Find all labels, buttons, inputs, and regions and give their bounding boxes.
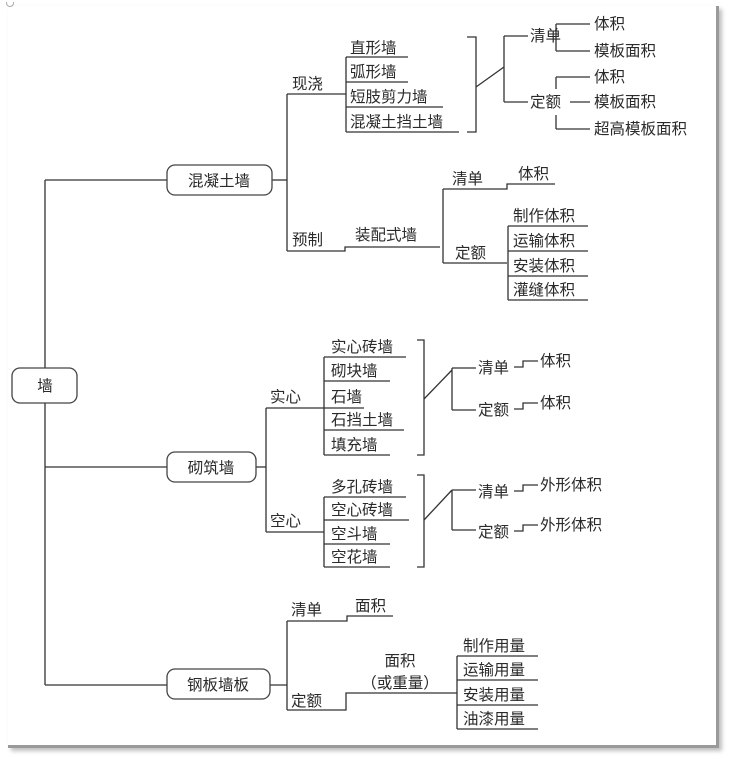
hollow-measure-split xyxy=(451,489,476,531)
steel-quota-value: 运输用量 xyxy=(463,661,525,679)
cip-list-value: 体积 xyxy=(594,15,625,33)
solid-item: 砌块墙 xyxy=(331,362,378,380)
cip-quota-split xyxy=(555,76,590,130)
precast-quota-value: 运输体积 xyxy=(513,232,575,250)
hollow-item: 空花墙 xyxy=(331,548,378,566)
castinplace-bracket-tie xyxy=(475,66,505,88)
hollow-item: 空斗墙 xyxy=(331,525,378,543)
steel-quota-basis-alt: （或重量） xyxy=(361,674,439,692)
root-node-box[interactable] xyxy=(11,367,78,404)
hollow-item-lines xyxy=(324,496,409,568)
cip-item: 直形墙 xyxy=(350,39,397,57)
cip-item: 混凝土挡土墙 xyxy=(350,113,443,131)
solid-label: 实心 xyxy=(270,388,301,406)
hollow-label: 空心 xyxy=(270,512,301,530)
cip-quota-value: 体积 xyxy=(594,68,625,86)
steel-wall-panel-label: 钢板墙板 xyxy=(187,676,249,694)
precast-quota-value: 灌缝体积 xyxy=(513,281,575,299)
steel-quota-label: 定额 xyxy=(291,692,323,710)
hollow-quota-link xyxy=(514,524,538,532)
cip-quota-value: 模板面积 xyxy=(594,93,656,111)
cip-item: 弧形墙 xyxy=(350,63,397,81)
precast-quota-value: 安装体积 xyxy=(513,257,575,275)
steel-quota-line xyxy=(287,692,457,711)
castinplace-label: 现浇 xyxy=(292,75,323,93)
hollow-quota-label: 定额 xyxy=(478,523,510,541)
precast-item: 装配式墙 xyxy=(355,226,417,244)
hollow-quota-value: 外形体积 xyxy=(540,516,602,534)
steel-list-line xyxy=(287,615,393,622)
solid-item: 石挡土墙 xyxy=(331,411,393,429)
diagram-frame xyxy=(8,6,719,748)
cip-item: 短肢剪力墙 xyxy=(350,88,428,106)
precast-list-value: 体积 xyxy=(518,165,549,183)
precast-label: 预制 xyxy=(292,231,323,249)
steel-quota-value: 安装用量 xyxy=(463,686,525,704)
precast-measure-split xyxy=(442,183,555,264)
hollow-bracket xyxy=(417,474,425,568)
solid-bracket-tie xyxy=(423,369,453,400)
precast-list-label: 清单 xyxy=(452,170,483,188)
root-node-label: 墙 xyxy=(37,377,53,395)
solid-item: 实心砖墙 xyxy=(331,338,393,356)
precast-quota-label: 定额 xyxy=(455,244,487,262)
cip-list-value: 模板面积 xyxy=(594,42,656,60)
hollow-bracket-tie xyxy=(423,489,453,521)
solid-item: 填充墙 xyxy=(331,436,378,454)
cip-list-split xyxy=(555,23,590,52)
solid-measure-split xyxy=(451,367,476,411)
hollow-list-link xyxy=(514,484,538,492)
solid-bracket xyxy=(417,339,425,456)
solid-list-link xyxy=(514,360,538,368)
steel-quota-items xyxy=(456,655,538,730)
steel-quota-value: 油漆用量 xyxy=(463,710,525,728)
masonry-wall-node-box[interactable] xyxy=(166,451,257,483)
steel-quota-basis: 面积 xyxy=(384,652,415,670)
hollow-list-label: 清单 xyxy=(478,483,509,501)
hollow-list-value: 外形体积 xyxy=(540,476,602,494)
castinplace-item-lines xyxy=(346,56,459,133)
concrete-wall-label: 混凝土墙 xyxy=(188,172,250,190)
steel-quota-value: 制作用量 xyxy=(463,637,525,655)
solid-item-lines xyxy=(324,356,406,456)
cip-quota-value: 超高模板面积 xyxy=(594,120,687,138)
steel-wall-panel-node-box[interactable] xyxy=(166,668,271,700)
cip-list-label: 清单 xyxy=(530,27,561,45)
masonry-wall-label: 砌筑墙 xyxy=(188,459,235,477)
steel-list-label: 清单 xyxy=(291,601,322,619)
hollow-item: 空心砖墙 xyxy=(331,501,393,519)
corner-mark xyxy=(6,2,14,7)
solid-item: 石墙 xyxy=(331,388,362,406)
castinplace-measure-split xyxy=(503,35,528,103)
hollow-item: 多孔砖墙 xyxy=(331,478,393,496)
connectors xyxy=(44,23,590,730)
concrete-wall-node-box[interactable] xyxy=(166,164,273,196)
castinplace-bracket xyxy=(467,36,477,133)
steel-list-value: 面积 xyxy=(355,597,386,615)
solid-quota-link xyxy=(514,402,538,410)
solid-list-label: 清单 xyxy=(478,359,509,377)
cip-quota-label: 定额 xyxy=(530,93,562,111)
precast-quota-value: 制作体积 xyxy=(513,207,575,225)
solid-quota-label: 定额 xyxy=(478,401,510,419)
solid-list-value: 体积 xyxy=(540,352,571,370)
solid-quota-value: 体积 xyxy=(540,394,571,412)
precast-quota-items xyxy=(507,225,588,301)
link-precast xyxy=(287,246,440,252)
